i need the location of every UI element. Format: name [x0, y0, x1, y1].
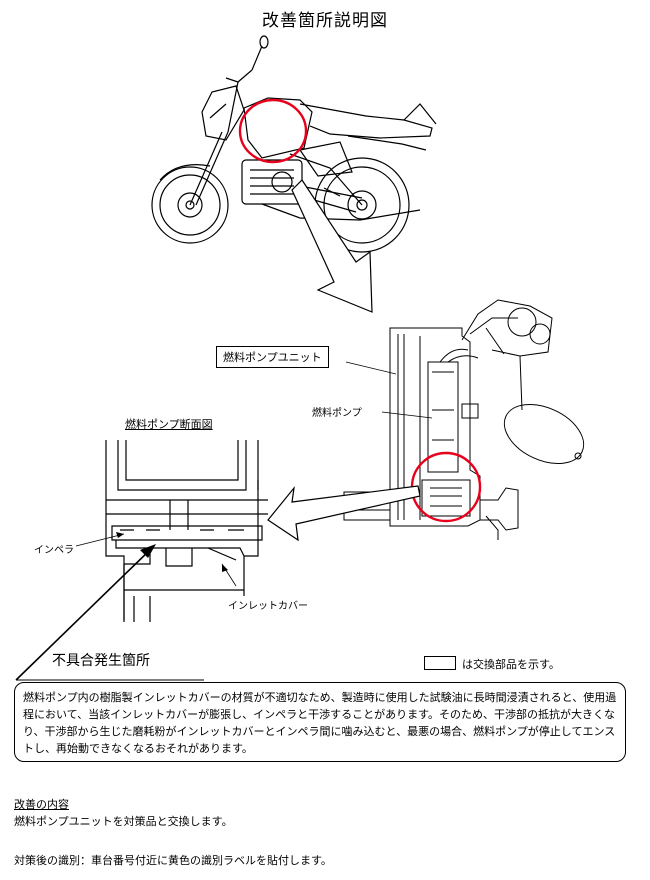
arrow-to-cross-section — [267, 485, 421, 542]
legend-text: は交換部品を示す。 — [462, 658, 560, 671]
motorcycle-illustration — [151, 35, 437, 253]
tank-highlight-circle — [238, 98, 308, 164]
description-panel: 燃料ポンプ内の樹脂製インレットカバーの材質が不適切なため、製造時に使用した試験油… — [14, 682, 626, 762]
cross-section-title: 燃料ポンプ断面図 — [125, 418, 213, 431]
defect-location-label: 不具合発生箇所 — [52, 653, 150, 669]
fuel-pump-unit-label: 燃料ポンプユニット — [216, 346, 329, 368]
legend-swatch — [424, 656, 456, 670]
impeller-label: インペラ — [34, 545, 74, 556]
identification-note: 対策後の識別：車台番号付近に黄色の識別ラベルを貼付します。 — [14, 854, 332, 867]
inlet-cover-label: インレットカバー — [228, 601, 308, 612]
arrow-to-pump-unit — [291, 179, 373, 313]
improvement-heading: 改善の内容 — [14, 798, 69, 811]
improvement-body: 燃料ポンプユニットを対策品と交換します。 — [14, 815, 233, 828]
page-title: 改善箇所説明図 — [262, 11, 388, 31]
fuel-pump-label: 燃料ポンプ — [312, 408, 362, 419]
pump-cross-section — [105, 440, 268, 622]
